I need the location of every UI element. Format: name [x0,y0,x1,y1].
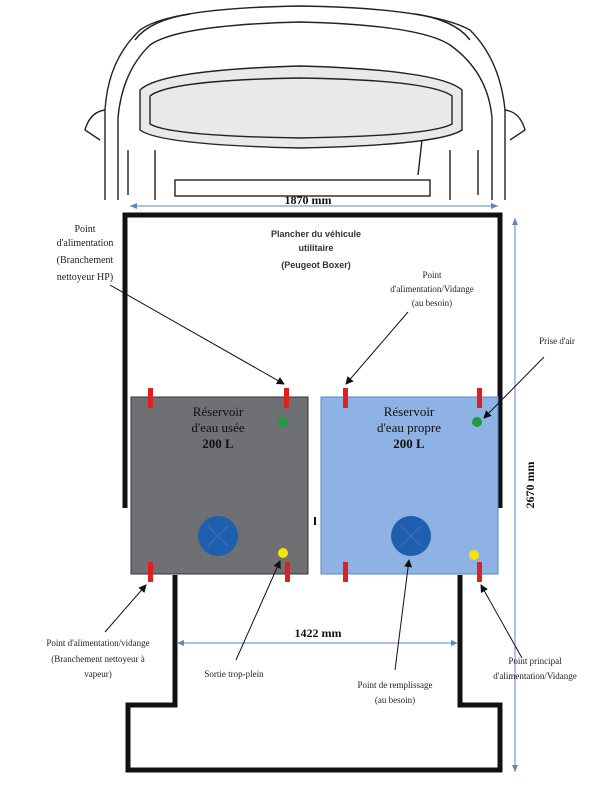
svg-text:Point: Point [74,224,95,235]
svg-text:(Branchement nettoyeur à: (Branchement nettoyeur à [51,654,144,664]
top-width-label: 1870 mm [285,193,332,207]
label-feed-drain-steam: Point d'alimentation/vidange (Branchemen… [46,638,149,679]
label-overflow: Sortie trop-plein [204,669,264,679]
leader-arrows [104,284,545,671]
green-point-used [278,417,288,427]
van-floor-outline [122,212,503,508]
label-main-feed-drain: Point principal d'alimentation/Vidange [493,656,577,681]
floor-title-line3: (Peugeot Boxer) [281,260,351,270]
connector-used-bottom-right [285,562,290,582]
connectors [148,388,482,582]
label-air-intake: Prise d'air [539,336,575,346]
label-fill-point: Point de remplissage (au besoin) [358,680,433,705]
connector-used-top-right [284,388,289,408]
connector-clean-top-right [477,388,482,408]
svg-text:d'alimentation/Vidange: d'alimentation/Vidange [493,671,577,681]
arrow-feed-drain-top [345,311,409,385]
svg-text:(au besoin): (au besoin) [375,695,415,705]
yellow-point-clean [469,550,479,560]
height-label: 2670 mm [523,462,537,509]
floor-title-line1: Plancher du véhicule [271,229,361,239]
svg-text:(au besoin): (au besoin) [412,298,452,308]
yellow-point-used [278,548,288,558]
used-tank-line1: Réservoir [193,404,244,419]
svg-text:d'alimentation/Vidange: d'alimentation/Vidange [390,284,474,294]
green-point-clean [472,417,482,427]
inner-width-label: 1422 mm [295,626,342,640]
svg-text:vapeur): vapeur) [84,669,111,679]
svg-text:Point d'alimentation/vidange: Point d'alimentation/vidange [46,638,149,648]
clean-tank-line1: Réservoir [384,404,435,419]
lower-chassis-outline [125,575,503,773]
clean-tank-fill-circle [391,516,431,556]
connector-clean-bottom-left [343,562,348,582]
used-tank-line2: d'eau usée [191,420,244,435]
clean-tank-capacity: 200 L [393,436,425,451]
svg-text:Point: Point [422,270,442,280]
arrow-fill-point [394,559,413,671]
arrow-main-feed-drain [480,584,523,659]
arrow-air-intake [483,356,545,419]
connector-clean-top-left [343,388,348,408]
svg-text:Point principal: Point principal [508,656,562,666]
label-hp-feed: Point d'alimentation (Branchement nettoy… [57,224,114,283]
arrow-feed-drain-steam [104,584,147,633]
clean-tank-line2: d'eau propre [377,420,441,435]
floor-title-line2: utilitaire [298,243,333,253]
used-tank-capacity: 200 L [202,436,234,451]
connector-used-top-left [148,388,153,408]
label-feed-drain-top: Point d'alimentation/Vidange (au besoin) [390,270,474,308]
svg-text:Point de remplissage: Point de remplissage [358,680,433,690]
arrow-overflow [235,560,281,661]
van-rear-illustration [84,5,526,200]
svg-text:(Branchement: (Branchement [57,255,114,266]
connector-clean-bottom-right [477,562,482,582]
arrow-hp-feed [109,284,285,385]
used-tank-fill-circle [198,516,238,556]
svg-text:d'alimentation: d'alimentation [57,238,114,249]
connector-used-bottom-left [148,562,153,582]
svg-text:nettoyeur HP): nettoyeur HP) [57,272,113,283]
